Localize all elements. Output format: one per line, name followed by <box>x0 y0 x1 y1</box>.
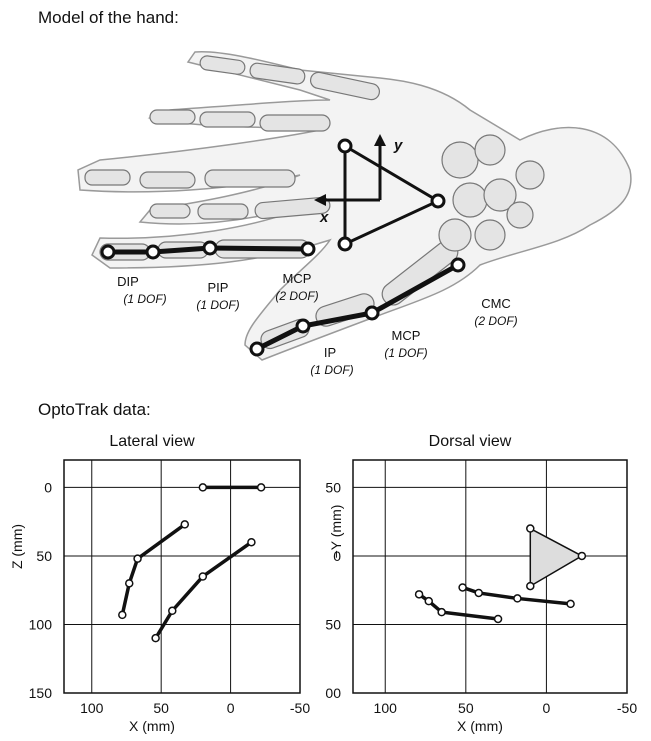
data-point <box>152 635 159 642</box>
x-axis-label: X (mm) <box>129 718 175 734</box>
y-tick-label: 0 <box>44 479 52 495</box>
chart-title: Lateral view <box>109 433 195 450</box>
joint-label-pip: PIP (1 DOF) <box>196 280 239 312</box>
svg-text:(1 DOF): (1 DOF) <box>310 363 353 377</box>
y-axis-label: Z (mm) <box>9 524 25 569</box>
plot-frame <box>64 460 300 693</box>
data-point <box>416 591 423 598</box>
y-axis-label: −Y (mm) <box>328 505 344 559</box>
joint-label-ip: IP (1 DOF) <box>310 345 353 377</box>
svg-text:CMC: CMC <box>481 296 511 311</box>
x-tick-label: 50 <box>153 700 169 716</box>
x-tick-label: 0 <box>227 700 235 716</box>
data-point <box>126 580 133 587</box>
x-tick-label: -50 <box>290 700 310 716</box>
data-point <box>438 609 445 616</box>
series-line <box>122 524 184 614</box>
data-point <box>134 555 141 562</box>
data-point <box>248 539 255 546</box>
y-tick-label: 100 <box>325 685 341 701</box>
x-axis-glyph: x <box>319 209 329 226</box>
lateral-view-chart: 100 50 0 -50 0 50 100 150 Lateral view X (mm) Z (m… <box>0 411 325 741</box>
x-tick-label: 50 <box>458 700 474 716</box>
data-point <box>199 484 206 491</box>
series-line <box>156 542 252 638</box>
data-point <box>258 484 265 491</box>
x-tick-label: -50 <box>617 700 637 716</box>
data-point <box>119 611 126 618</box>
triangle-marker-point <box>527 583 534 590</box>
svg-text:(2 DOF): (2 DOF) <box>474 314 517 328</box>
svg-text:MCP: MCP <box>392 328 421 343</box>
x-tick-label: 0 <box>543 700 551 716</box>
y-tick-label: 50 <box>36 548 52 564</box>
data-point <box>567 600 574 607</box>
svg-text:PIP: PIP <box>208 280 229 295</box>
hand-model-figure: y x DIP (1 DOF) PIP (1 DOF) MCP (2 DOF) … <box>0 0 651 395</box>
y-tick-label: 100 <box>29 616 53 632</box>
svg-text:(1 DOF): (1 DOF) <box>123 292 166 306</box>
y-axis-glyph: y <box>393 137 403 154</box>
svg-text:MCP: MCP <box>283 271 312 286</box>
x-tick-label: 100 <box>80 700 104 716</box>
joint-label-dip: DIP (1 DOF) <box>117 274 167 306</box>
x-tick-label: 100 <box>374 700 398 716</box>
data-point <box>459 584 466 591</box>
data-point <box>475 589 482 596</box>
data-point <box>495 615 502 622</box>
x-axis-label: X (mm) <box>457 718 503 734</box>
y-tick-label: -50 <box>325 479 341 495</box>
data-point <box>169 607 176 614</box>
triangle-marker-point <box>578 552 585 559</box>
triangle-marker-shape <box>530 529 582 587</box>
svg-text:DIP: DIP <box>117 274 139 289</box>
plot-frame <box>353 460 627 693</box>
svg-text:IP: IP <box>324 345 336 360</box>
joint-label-cmc: CMC (2 DOF) <box>474 296 517 328</box>
data-point <box>181 521 188 528</box>
y-tick-label: 50 <box>325 616 341 632</box>
svg-text:(2 DOF): (2 DOF) <box>275 289 318 303</box>
svg-text:(1 DOF): (1 DOF) <box>384 346 427 360</box>
svg-text:(1 DOF): (1 DOF) <box>196 298 239 312</box>
triangle-marker-point <box>527 525 534 532</box>
data-point <box>199 573 206 580</box>
chart-title: Dorsal view <box>429 433 512 450</box>
data-point <box>514 595 521 602</box>
joint-label-mcp-thumb: MCP (1 DOF) <box>384 328 427 360</box>
y-tick-label: 150 <box>29 685 53 701</box>
data-point <box>425 598 432 605</box>
